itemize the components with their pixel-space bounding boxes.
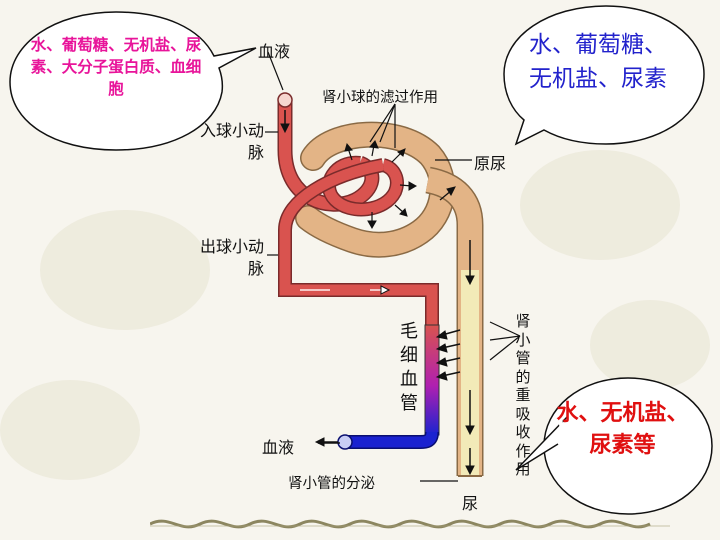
flow-arrows bbox=[280, 110, 475, 476]
label-capillaries: 毛细血管 bbox=[400, 321, 418, 414]
callout-right-text: 水、葡萄糖、无机盐、尿素 bbox=[529, 32, 667, 92]
background-blot bbox=[590, 300, 710, 390]
callout-bubble bbox=[9, 11, 257, 151]
background-blot bbox=[520, 150, 680, 260]
vine-border bbox=[150, 519, 670, 529]
label-glomerular-filtration: 肾小球的滤过作用 bbox=[322, 90, 438, 106]
vessel-opening-bottom bbox=[337, 434, 353, 450]
callout-primary-urine-composition: 水、葡萄糖、无机盐、尿素 bbox=[498, 2, 708, 152]
callout-left-text: 水、葡萄糖、无机盐、尿素、大分子蛋白质、血细胞 bbox=[30, 36, 202, 98]
renal-tubule bbox=[295, 121, 484, 477]
vessel-opening-top bbox=[277, 92, 293, 108]
label-primary-urine: 原尿 bbox=[474, 154, 507, 173]
leader-lines bbox=[265, 51, 521, 482]
label-efferent-arteriole: 出球小动脉 bbox=[200, 237, 265, 278]
label-afferent-arteriole: 入球小动脉 bbox=[200, 121, 265, 162]
label-blood-bottom: 血液 bbox=[262, 438, 295, 457]
callout-blood-composition: 水、葡萄糖、无机盐、尿素、大分子蛋白质、血细胞 bbox=[4, 4, 259, 154]
callout-bubble bbox=[503, 5, 705, 146]
callout-bottom-text: 水、无机盐、尿素等 bbox=[556, 401, 689, 458]
label-tubular-secretion: 肾小管的分泌 bbox=[288, 476, 375, 492]
efferent-arteriole bbox=[278, 158, 439, 330]
label-blood-top: 血液 bbox=[258, 42, 291, 61]
background-blot bbox=[40, 210, 210, 330]
callout-bubble bbox=[515, 377, 713, 515]
collecting-tube-light bbox=[461, 270, 479, 476]
label-urine: 尿 bbox=[462, 494, 479, 513]
background-blot bbox=[0, 380, 140, 480]
peritubular-capillary bbox=[337, 324, 440, 450]
callout-urine-composition: 水、无机盐、尿素等 bbox=[515, 372, 715, 522]
filtration-arrows bbox=[344, 140, 418, 230]
reabsorption-arrows bbox=[435, 329, 461, 381]
label-tubular-reabsorption: 肾小管的重吸收作用 bbox=[515, 312, 531, 478]
